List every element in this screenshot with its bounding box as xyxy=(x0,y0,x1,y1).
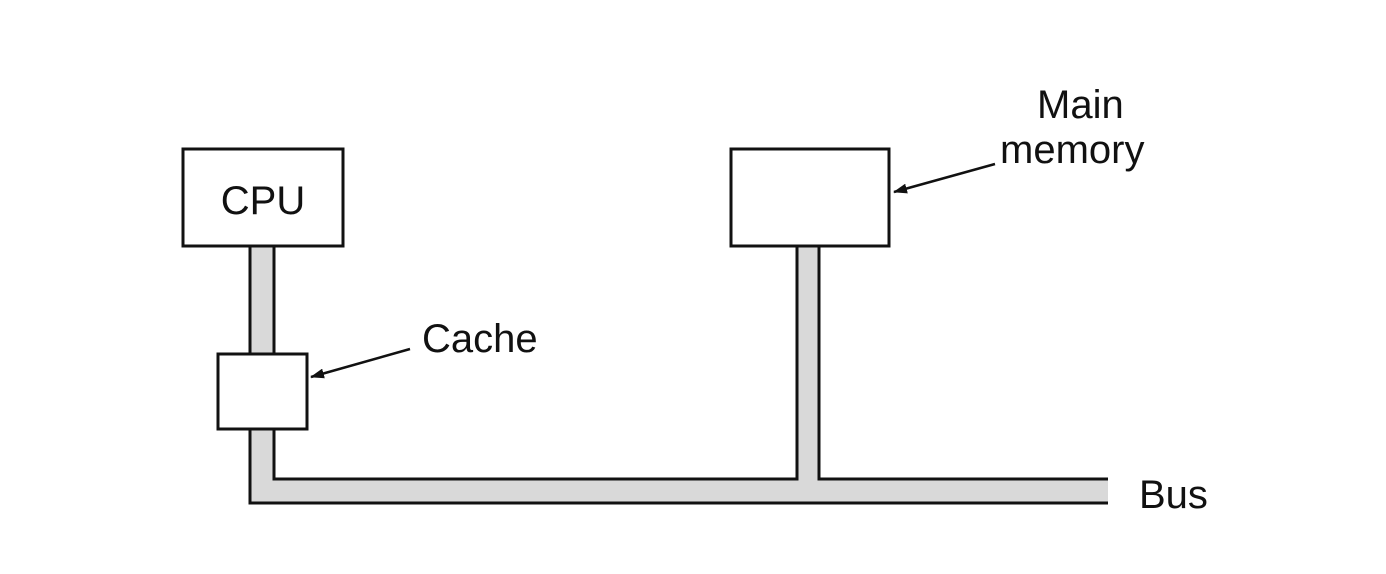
bus-outline-outer xyxy=(248,247,1108,505)
cpu-box xyxy=(181,147,345,248)
cache-arrow xyxy=(310,347,411,379)
bus-outline-left-inner xyxy=(272,247,799,481)
main-memory-label-line1: Main xyxy=(1037,83,1124,127)
main-memory-block: Main memory xyxy=(729,83,1144,248)
cache-block: Cache xyxy=(216,317,538,431)
cache-label: Cache xyxy=(422,317,538,361)
bus xyxy=(248,247,1108,505)
main-memory-arrow xyxy=(893,162,996,194)
bus-outline-right-inner xyxy=(817,247,1108,481)
cache-box xyxy=(216,352,309,431)
bus-label: Bus xyxy=(1139,473,1208,517)
bus-pipe-fill xyxy=(250,247,1108,503)
cpu-label: CPU xyxy=(221,179,305,223)
main-memory-box xyxy=(729,147,891,248)
cpu-block: CPU xyxy=(181,147,345,248)
main-memory-label-line2: memory xyxy=(1000,128,1144,172)
